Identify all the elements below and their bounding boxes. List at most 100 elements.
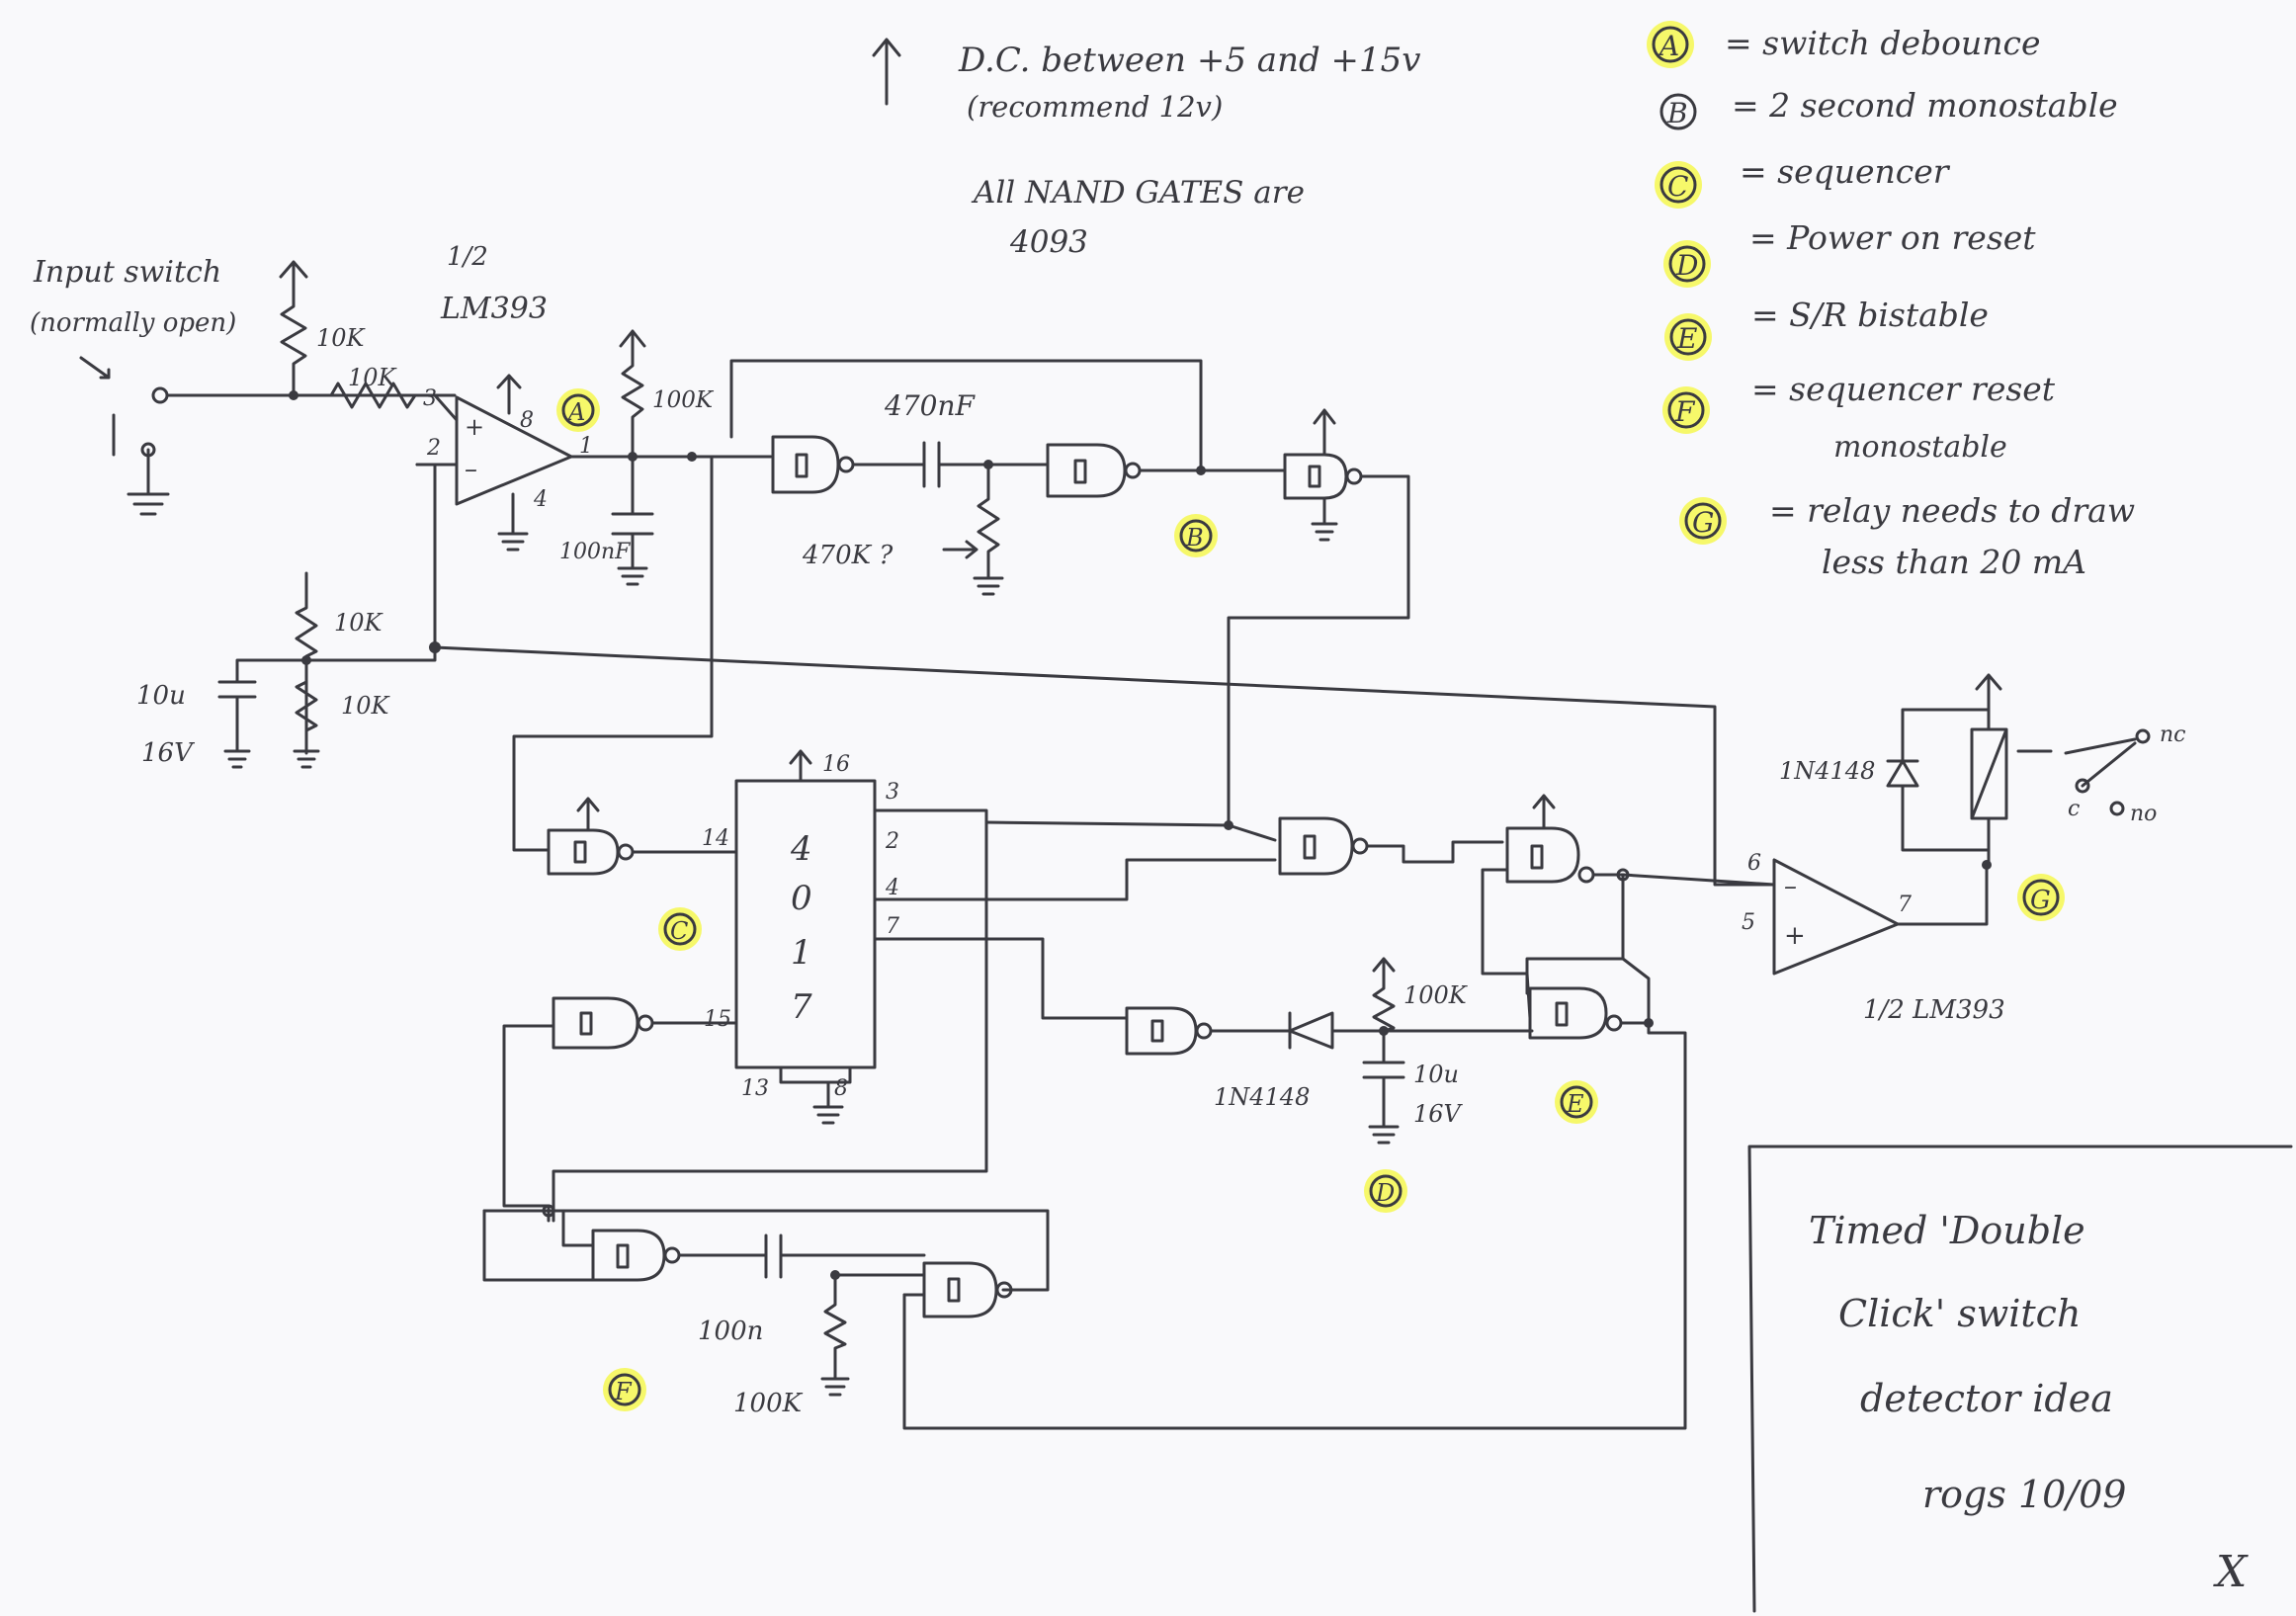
title-block-frame [1747,1145,2293,1613]
legend-key-f: F [1674,395,1696,428]
nand-d-inverter [1125,1006,1213,1056]
resistor-470k-label: 470K ? [802,541,893,570]
title-line1: Timed 'Double [1809,1209,2085,1252]
title-line3: detector idea [1860,1377,2113,1420]
legend-text-f: = sequencer reset [1751,370,2056,408]
comparator-g: – + [1772,858,1900,976]
cap-100n-label: 100n [698,1317,763,1346]
debounce-100k-label: 100K [652,387,715,413]
nand-b2 [1046,443,1142,498]
nand-e3 [1528,986,1623,1040]
por-100k-label: 100K [1403,981,1469,1009]
nand-note-line2: 4093 [1009,224,1088,260]
normally-open-label: (normally open) [30,308,236,338]
legend-text-a: = switch debounce [1725,24,2041,62]
ic-4017-digit-4: 7 [791,987,812,1027]
half-lm393-label: 1/2 LM393 [1863,995,2005,1025]
relay-contacts [2016,728,2151,816]
legend-text-b: = 2 second monostable [1732,86,2118,125]
legend-text-c: = sequencer [1740,152,1951,191]
por-16v-label: 16V [1413,1100,1464,1128]
title-author-date: rogs 10/09 [1922,1473,2126,1516]
legend-key-a: A [1657,30,1679,62]
debounce-cap-100nf [611,455,654,586]
cap-470nf-label: 470nF [884,389,976,422]
legend-key-c: C [1667,170,1688,203]
flyback-diode [1886,741,1919,810]
pin-13: 13 [741,1076,769,1101]
comparator-a-plus: + [465,413,484,441]
relay-nc-label: nc [2160,723,2186,747]
pin-7-ic: 7 [886,914,899,939]
ref-10u-label: 10u [136,681,186,711]
pin-16: 16 [822,752,850,777]
power-note: D.C. between +5 and +15v [958,41,1421,80]
pin-6-g: 6 [1747,851,1761,876]
input-series-resistor [295,382,457,409]
marker-f: F [614,1378,633,1405]
supply-arrow [872,38,901,106]
title-mark: X [2213,1547,2249,1597]
pin-8-ic: 8 [834,1076,848,1101]
por-resistor-100k [1372,957,1396,1036]
pin-5-g: 5 [1742,910,1755,935]
resistor-f-100k [820,1273,850,1397]
pin-15: 15 [704,1007,731,1032]
marker-e: E [1566,1090,1584,1118]
lm393-label: LM393 [440,292,548,326]
legend-text-g-line2: less than 20 mA [1822,543,2086,581]
resistor-f-100k-label: 100K [733,1389,804,1418]
nand-b1 [771,435,855,494]
comparator-a-minus: – [465,455,477,484]
legend-key-b: B [1666,97,1688,129]
debounce-pullup-100k [619,329,646,462]
ic-4017-digit-2: 0 [791,879,812,918]
debounce-100nf-label: 100nF [559,540,631,564]
legend: A = switch debounce B = 2 second monosta… [1647,21,2135,581]
pin-7-g: 7 [1898,893,1912,917]
marker-b: B [1185,524,1204,552]
ic-4017-digit-1: 4 [790,829,812,869]
nand-f1 [591,1229,681,1282]
diode-g-label: 1N4148 [1779,757,1875,785]
legend-text-e: = S/R bistable [1751,296,1989,334]
nand-f2 [922,1261,1013,1318]
comparator-g-minus: – [1784,872,1797,901]
ref-16v-label: 16V [141,738,195,768]
ic-4017-digit-3: 1 [791,933,812,973]
legend-key-g: G [1692,506,1714,539]
nand-b3-inverter [1283,408,1363,542]
legend-text-g: = relay needs to draw [1769,491,2135,530]
ref-10k-bottom-label: 10K [341,692,391,720]
ic-4017 [734,749,877,1125]
series-10k-label: 10K [348,364,398,391]
diode-d-label: 1N4148 [1214,1083,1310,1111]
reference-divider [217,571,320,769]
pin-14: 14 [702,826,729,851]
pin-3-ic: 3 [886,780,899,805]
nand-c-clock [547,797,635,876]
legend-text-f-line2: monostable [1833,430,2007,465]
comparator-g-plus: + [1784,921,1806,951]
input-pullup-resistor [279,260,308,400]
title-line2: Click' switch [1838,1292,2081,1335]
comparator-a: + – [415,374,635,552]
legend-text-d: = Power on reset [1749,218,2036,257]
input-switch-label: Input switch [33,255,221,290]
relay-c-label: c [2068,797,2080,821]
pin-4-ic: 4 [885,876,899,900]
nand-e1 [1278,816,1369,876]
nand-e2 [1505,794,1595,884]
pin-8-a: 8 [520,408,534,433]
pin-2-a: 2 [426,436,441,461]
nand-c-reset [552,996,654,1050]
por-capacitor [1362,1029,1405,1145]
pin-4-a: 4 [533,487,548,512]
pin-2-ic: 2 [885,829,899,854]
pin-1-a: 1 [579,434,593,459]
relay-coil [1901,673,2008,867]
pullup-10k-label: 10K [316,324,367,352]
relay-no-label: no [2130,802,2157,826]
